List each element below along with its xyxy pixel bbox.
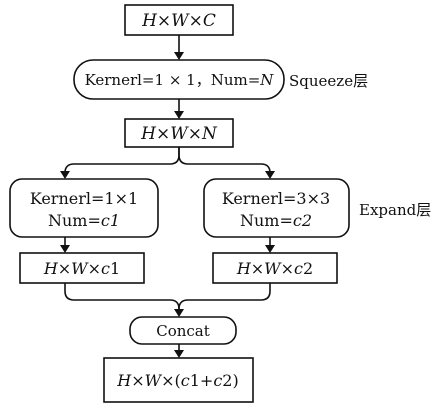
edge-mid-to-expand-right: [178, 147, 271, 174]
times-sign: ×: [157, 11, 171, 31]
arrowhead: [60, 245, 70, 253]
var-h: H: [141, 11, 158, 31]
num-prefix: Num=: [240, 211, 293, 230]
node-final-box: [103, 357, 254, 403]
node-squeeze: Kernerl=1 × 1，Num=N: [73, 59, 285, 100]
var-c1: c1: [101, 211, 120, 230]
node-out-right: H×W×c2: [212, 252, 338, 284]
squeeze-kernel-text: Kernerl=1 × 1，Num=: [85, 71, 261, 89]
times-sign: ×: [88, 259, 101, 278]
node-input: H×W×C: [124, 4, 234, 36]
arrowhead: [174, 52, 184, 60]
var-c: c: [213, 371, 222, 390]
expand-right-num: Num=c2: [240, 211, 312, 230]
node-out-right-box: [212, 252, 338, 284]
expand-layer-label: Expand层: [359, 201, 431, 219]
var-c: c: [101, 259, 110, 278]
arrowhead: [265, 245, 275, 253]
times-sign: ×: [188, 124, 202, 144]
times-paren: ×(: [161, 371, 181, 390]
edge-out-right-to-concat: [178, 283, 271, 310]
digit-1: 1: [190, 371, 200, 390]
times-sign: ×: [131, 371, 144, 390]
var-w: W: [71, 259, 89, 278]
var-h: H: [236, 259, 252, 278]
var-h: H: [43, 259, 59, 278]
arrowhead: [174, 350, 184, 358]
node-expand-right-box: [203, 178, 350, 238]
edges: [60, 35, 275, 358]
node-expand-left: Kernerl=1×1 Num=c1: [9, 178, 159, 238]
var-c: c: [294, 259, 303, 278]
subscript-1: 1: [110, 259, 120, 278]
node-concat-box: [129, 316, 237, 345]
arrowhead: [265, 171, 275, 179]
subscript-2: 2: [303, 259, 313, 278]
var-c: C: [203, 11, 216, 31]
expand-right-kernel: Kernerl=3×3: [222, 189, 330, 208]
node-input-label: H×W×C: [141, 11, 216, 31]
var-c: c: [181, 371, 190, 390]
times-sign: ×: [281, 259, 294, 278]
node-out-left-box: [19, 252, 145, 284]
node-squeeze-box: [73, 59, 285, 100]
num-prefix: Num=: [48, 211, 101, 230]
node-squeeze-label: Kernerl=1 × 1，Num=N: [85, 71, 275, 89]
node-concat-label: Concat: [156, 322, 210, 340]
node-out-left-label: H×W×c1: [43, 259, 120, 278]
digit-2-paren: 2): [222, 371, 238, 390]
var-w: W: [170, 124, 189, 144]
times-sign: ×: [156, 124, 170, 144]
edge-mid-to-expand-left: [64, 147, 180, 174]
edge-out-left-to-concat: [64, 283, 180, 311]
expand-left-kernel: Kernerl=1×1: [30, 189, 138, 208]
var-w: W: [264, 259, 282, 278]
node-mid-box: [124, 118, 234, 148]
var-n: N: [259, 71, 274, 89]
node-out-left: H×W×c1: [19, 252, 145, 284]
expand-left-num: Num=c1: [48, 211, 120, 230]
node-concat: Concat: [129, 316, 237, 345]
node-input-box: [124, 4, 234, 36]
arrowhead: [174, 309, 184, 317]
squeeze-layer-label: Squeeze层: [289, 72, 368, 90]
times-sign: ×: [189, 11, 203, 31]
var-h: H: [116, 371, 132, 390]
arrowhead: [174, 111, 184, 119]
node-mid-label: H×W×N: [140, 124, 218, 144]
var-c2: c2: [293, 211, 312, 230]
times-sign: ×: [251, 259, 264, 278]
plus-sign: +: [200, 371, 213, 390]
node-final: H×W×(c1+c2): [103, 357, 254, 403]
node-out-right-label: H×W×c2: [236, 259, 313, 278]
times-sign: ×: [58, 259, 71, 278]
var-w: W: [145, 371, 163, 390]
node-mid: H×W×N: [124, 118, 234, 148]
var-n: N: [201, 124, 218, 144]
node-expand-right: Kernerl=3×3 Num=c2: [203, 178, 350, 238]
node-final-label: H×W×(c1+c2): [116, 371, 238, 390]
var-h: H: [140, 124, 157, 144]
var-w: W: [171, 11, 190, 31]
node-expand-left-box: [9, 178, 159, 238]
arrowhead: [60, 171, 70, 179]
